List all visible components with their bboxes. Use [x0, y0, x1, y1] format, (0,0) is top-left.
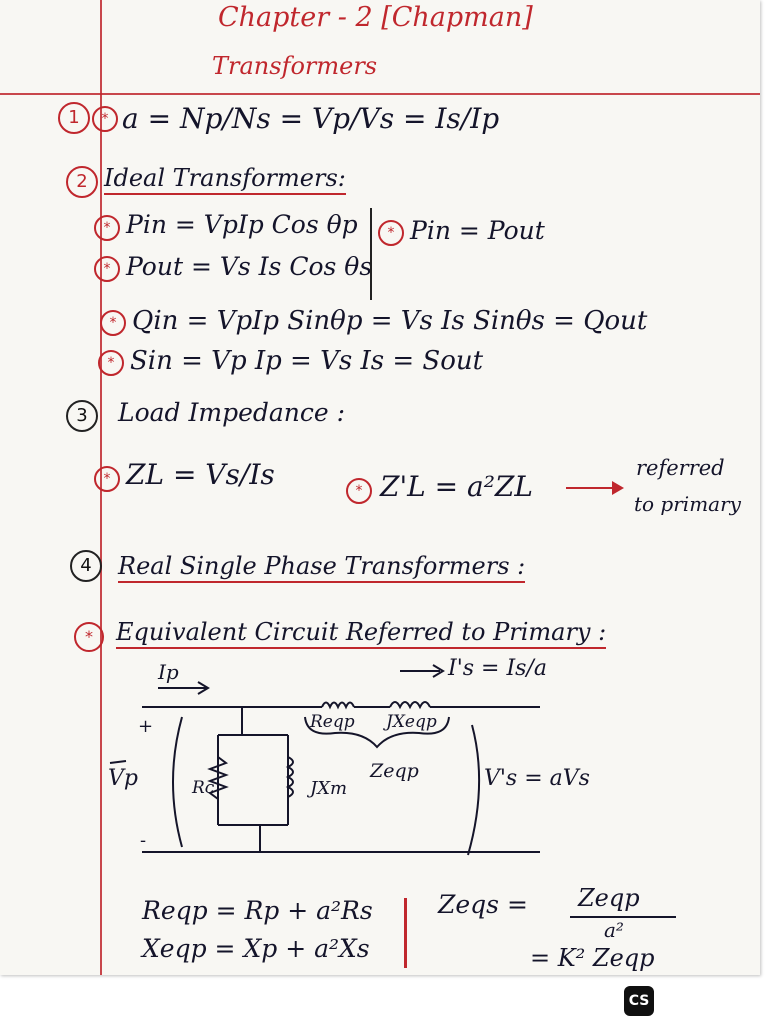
- load-impedance-heading: Load Impedance :: [118, 398, 346, 427]
- equivalent-circuit-heading: Equivalent Circuit Referred to Primary :: [116, 618, 607, 649]
- reqp-label: Reqp: [310, 712, 355, 732]
- referred-impedance-formula: Z'L = a²ZL: [380, 470, 533, 503]
- notebook-page: Chapter - 2 [Chapman] Transformers 1 * a…: [0, 0, 760, 975]
- star-icon: *: [92, 106, 118, 132]
- divider-bar: [370, 208, 372, 300]
- divider-bar: [404, 898, 407, 968]
- reactive-power-formula: Qin = VpIp Sinθp = Vs Is Sinθs = Qout: [132, 306, 648, 336]
- star-icon: *: [94, 466, 120, 492]
- zeqs-formula-line2: = K² Zeqp: [530, 944, 655, 972]
- zeqp-label: Zeqp: [370, 760, 419, 782]
- star-icon: *: [94, 256, 120, 282]
- section-number-1: 1: [58, 102, 90, 134]
- section-number-4: 4: [70, 550, 102, 582]
- plus-terminal: +: [138, 716, 154, 737]
- real-transformers-heading: Real Single Phase Transformers :: [118, 552, 526, 583]
- section-number-2: 2: [66, 166, 98, 198]
- zeqs-numerator: Zeqp: [578, 884, 640, 912]
- star-icon: *: [100, 310, 126, 336]
- page-title: Chapter - 2 [Chapman]: [218, 2, 533, 33]
- minus-terminal: -: [140, 830, 147, 851]
- pin-equals-pout: Pin = Pout: [410, 216, 545, 245]
- vs-prime-label: V's = aVs: [484, 766, 590, 791]
- ideal-transformers-heading: Ideal Transformers:: [104, 164, 346, 195]
- jxeqp-label: JXeqp: [386, 712, 437, 732]
- fraction-bar: [570, 916, 676, 918]
- section-number-3: 3: [66, 400, 98, 432]
- secondary-current-label: I's = Is/a: [448, 656, 547, 681]
- load-impedance-formula: ZL = Vs/Is: [126, 458, 275, 491]
- star-icon: *: [346, 478, 372, 504]
- referred-note-line1: referred: [636, 456, 725, 480]
- star-icon: *: [94, 215, 120, 241]
- vp-label: Vp: [108, 766, 138, 791]
- turns-ratio-formula: a = Np/Ns = Vp/Vs = Is/Ip: [122, 102, 500, 135]
- xeqp-formula: Xeqp = Xp + a²Xs: [142, 934, 370, 963]
- star-icon: *: [98, 350, 124, 376]
- arrow-head: [612, 481, 624, 495]
- camscanner-logo: CS: [624, 986, 654, 1016]
- apparent-power-formula: Sin = Vp Ip = Vs Is = Sout: [130, 346, 484, 376]
- star-icon: *: [74, 622, 104, 652]
- pout-formula: Pout = Vs Is Cos θs: [126, 252, 373, 281]
- zeqs-label: Zeqs =: [438, 890, 528, 919]
- pin-formula: Pin = VpIp Cos θp: [126, 210, 358, 239]
- primary-current-label: Ip: [158, 660, 179, 684]
- header-rule: [0, 93, 760, 95]
- rc-label: Rc: [192, 778, 215, 798]
- jxm-label: JXm: [310, 778, 348, 799]
- referred-note-line2: to primary: [634, 492, 741, 516]
- arrow-right-icon: [566, 487, 616, 489]
- star-icon: *: [378, 220, 404, 246]
- page-subtitle: Transformers: [212, 52, 378, 80]
- zeqs-denominator: a²: [604, 918, 624, 942]
- equivalent-circuit-diagram: [109, 664, 540, 856]
- reqp-formula: Reqp = Rp + a²Rs: [142, 896, 373, 925]
